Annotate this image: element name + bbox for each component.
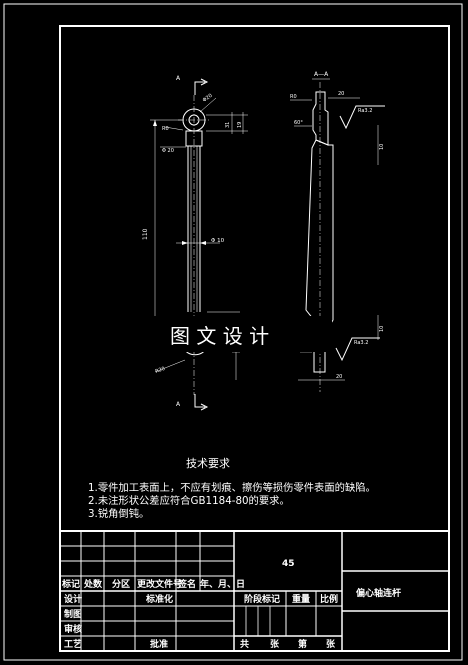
dim-r-bottom: R20 xyxy=(155,366,166,375)
rev-zone: 分区 xyxy=(112,578,130,590)
section-mark-bottom: A xyxy=(176,401,181,408)
tb-of-sheets: 张 xyxy=(326,638,336,650)
dim-c: 10 xyxy=(379,144,385,150)
tb-sheet-no: 第 xyxy=(298,638,307,650)
rev-sign: 签名 xyxy=(177,578,196,590)
tech-notes: 技术要求 1.零件加工表面上，不应有划痕、擦伤等损伤零件表面的缺陷。 2.未注形… xyxy=(88,457,376,520)
dim-eye-d: Φ20 xyxy=(202,93,214,104)
tb-standardize: 标准化 xyxy=(145,593,173,605)
rev-date: 年、月、日 xyxy=(200,578,245,590)
dim-a: R0 xyxy=(162,126,169,132)
section-mark-top: A xyxy=(176,75,181,82)
tb-stage-mark: 阶段标记 xyxy=(244,593,280,605)
rev-count: 处数 xyxy=(83,578,103,590)
dim-b: R0 xyxy=(290,94,297,100)
tb-scale: 比例 xyxy=(320,593,338,605)
title-block: 标记 处数 分区 更改文件号 签名 年、月、日 设计 标准化 制图 审核 工艺 … xyxy=(59,530,450,652)
dim-shaft: Φ 10 xyxy=(211,238,225,244)
rev-file: 更改文件号 xyxy=(137,578,182,590)
tb-drafting: 制图 xyxy=(64,608,82,620)
roughness-bottom: Ra3.2 xyxy=(354,340,368,346)
watermark: 图 文 设 计 xyxy=(170,324,269,348)
tb-weight: 重量 xyxy=(292,593,310,605)
front-view: A A 110 Φ 10 Φ 20 xyxy=(142,75,248,411)
roughness-top: Ra3.2 xyxy=(358,108,372,114)
watermark-band xyxy=(136,316,332,352)
tb-process: 工艺 xyxy=(64,638,82,650)
dim-d: 10 xyxy=(379,326,385,332)
tb-design: 设计 xyxy=(64,593,82,605)
section-label: A—A xyxy=(314,71,329,78)
dim-20-bottom: 20 xyxy=(336,374,342,380)
part-name: 偏心轴连杆 xyxy=(356,587,401,599)
material: 45 xyxy=(282,559,295,569)
dim-length: 110 xyxy=(142,228,149,240)
dim-d-top: Φ 20 xyxy=(162,148,174,154)
tb-approve: 批准 xyxy=(150,638,168,650)
dim-angle: 60° xyxy=(294,120,303,126)
tb-total: 共 xyxy=(240,638,249,650)
dim-31: 31 xyxy=(225,122,231,128)
tech-notes-title: 技术要求 xyxy=(186,457,230,470)
tb-review: 审核 xyxy=(64,623,82,635)
tech-note-2: 2.未注形状公差应符合GB1184-80的要求。 xyxy=(88,494,290,507)
rev-mark: 标记 xyxy=(61,578,80,590)
dim-20-top: 20 xyxy=(338,91,344,97)
outer-frame xyxy=(3,3,463,661)
tb-sheets: 张 xyxy=(270,638,280,650)
tech-note-1: 1.零件加工表面上，不应有划痕、擦伤等损伤零件表面的缺陷。 xyxy=(88,481,376,494)
dim-19: 19 xyxy=(237,122,243,128)
tech-note-3: 3.锐角倒钝。 xyxy=(88,507,149,520)
